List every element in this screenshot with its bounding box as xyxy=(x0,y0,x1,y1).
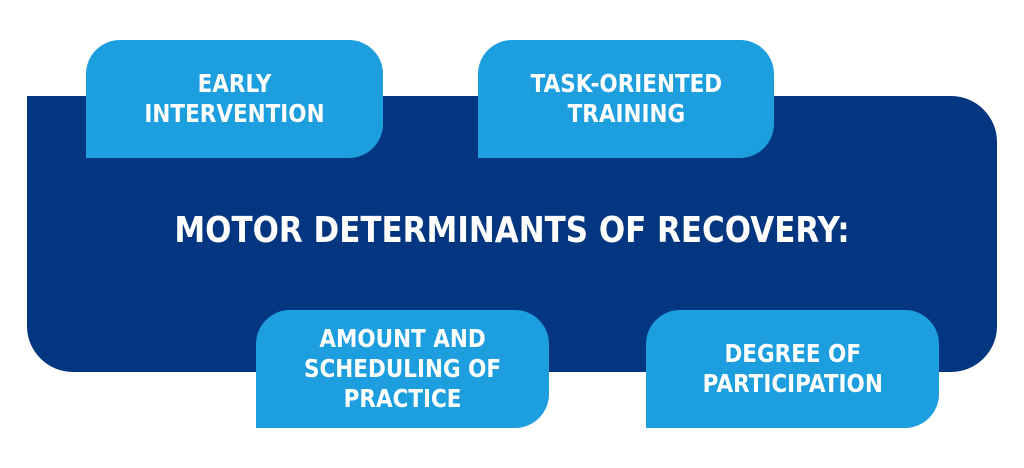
box-degree-of-participation-label: DEGREE OF PARTICIPATION xyxy=(702,339,883,398)
box-early-intervention: EARLY INTERVENTION xyxy=(86,40,383,158)
box-degree-of-participation: DEGREE OF PARTICIPATION xyxy=(646,310,939,428)
box-task-oriented-training-label: TASK-ORIENTED TRAINING xyxy=(530,69,722,128)
box-task-oriented-training: TASK-ORIENTED TRAINING xyxy=(478,40,774,158)
box-early-intervention-label: EARLY INTERVENTION xyxy=(144,69,325,128)
central-title: MOTOR DETERMINANTS OF RECOVERY: xyxy=(174,210,850,251)
box-amount-scheduling-practice-label: AMOUNT AND SCHEDULING OF PRACTICE xyxy=(303,324,502,413)
box-amount-scheduling-practice: AMOUNT AND SCHEDULING OF PRACTICE xyxy=(256,310,549,428)
